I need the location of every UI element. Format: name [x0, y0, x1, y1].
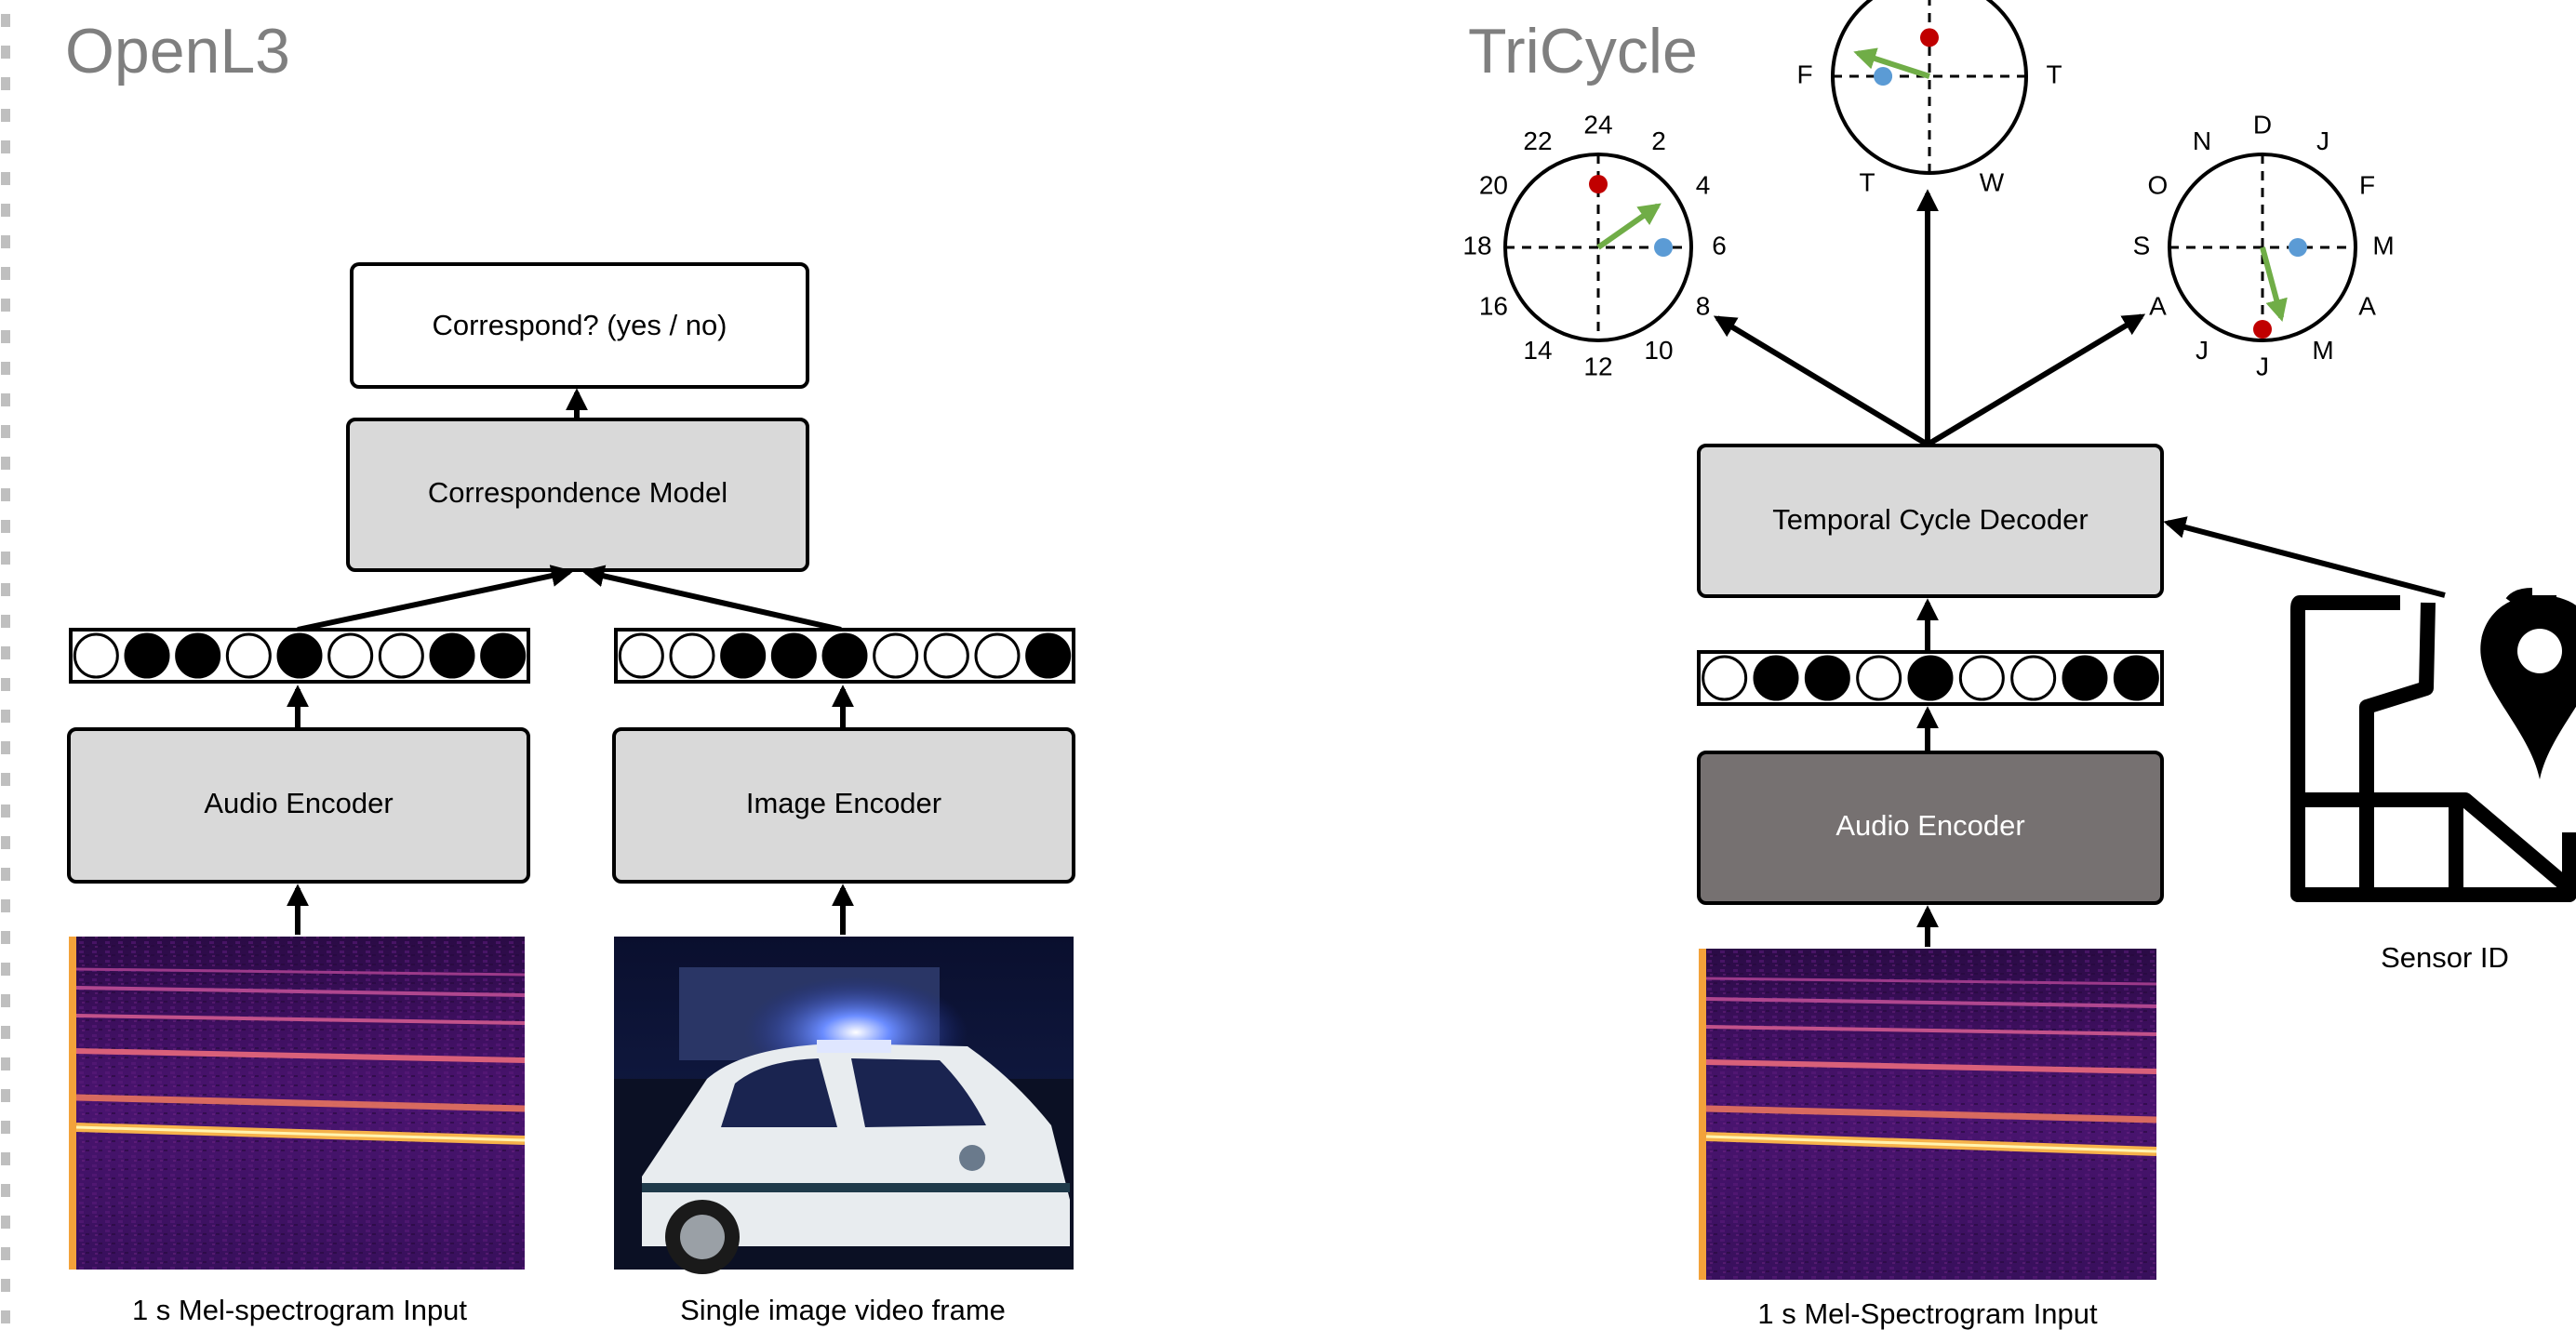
embedding-cell [1025, 632, 1072, 679]
decoder-to-month-clock-arrow [1926, 313, 2146, 447]
openl3-audio-encoder-box [67, 727, 530, 884]
embedding-cell [1958, 655, 2005, 701]
clock-label: A [2149, 291, 2167, 320]
correspondence-model-box [346, 418, 809, 572]
correspondence-model-label: Correspondence Model [428, 476, 727, 509]
clock-label: 10 [1644, 336, 1673, 365]
correspond-output-label: Correspond? (yes / no) [432, 309, 727, 341]
sensor-to-decoder-arrow [2163, 516, 2446, 598]
red-point [2253, 320, 2272, 339]
clock-label: W [1980, 167, 2005, 196]
clock-label: A [2358, 291, 2376, 320]
image-encoder-label: Image Encoder [746, 787, 941, 819]
red-point [1589, 175, 1608, 193]
embedding-cell [873, 632, 919, 679]
embedding-cell [175, 632, 221, 679]
image-embedding-to-model-arrow [581, 565, 842, 632]
correspond-output-box [350, 262, 809, 389]
clock-label: M [2312, 336, 2333, 365]
embedding-cell [974, 632, 1021, 679]
embedding-cell [378, 632, 424, 679]
clock-label: T [2046, 60, 2062, 88]
embedding-cell [327, 632, 374, 679]
clock-label: 22 [1523, 126, 1552, 155]
red-point [1920, 28, 1939, 47]
embedding-cell [276, 632, 323, 679]
clock-label: 2 [1651, 126, 1666, 155]
map-pin-icon [2290, 588, 2576, 902]
clock-vector-arrow [1853, 47, 1930, 79]
clock-label: J [2316, 126, 2329, 155]
clock-label: T [1859, 167, 1875, 196]
embedding-cell [2010, 655, 2057, 701]
clock-label: F [1796, 60, 1812, 88]
blue-point [1874, 67, 1893, 86]
embedding-cell [1753, 655, 1799, 701]
audio-embedding-to-model-arrow [297, 565, 574, 632]
clock-label: D [2253, 110, 2272, 139]
embedding-cell [1907, 655, 1954, 701]
embedding-cell [1804, 655, 1850, 701]
embedding-cell [1856, 655, 1902, 701]
clock-label: 14 [1523, 336, 1552, 365]
clock-label: 12 [1583, 352, 1612, 380]
clock-label: 18 [1462, 231, 1491, 259]
openl3-audio-caption: 1 s Mel-spectrogram Input [132, 1294, 467, 1326]
clock-label: F [2359, 170, 2375, 199]
clock-vector-arrow [2260, 246, 2288, 322]
embedding-cell [2113, 655, 2159, 701]
location-pin-icon [2480, 595, 2576, 779]
clock-label: 8 [1696, 291, 1711, 320]
blue-point [1654, 238, 1673, 257]
embedding-cell [720, 632, 767, 679]
openl3-title: OpenL3 [65, 16, 290, 86]
embedding-cell [225, 632, 272, 679]
openl3-image-caption: Single image video frame [680, 1294, 1006, 1326]
embedding-cell [821, 632, 868, 679]
tricycle-spectrogram-image [1699, 949, 2157, 1280]
clock-label: 20 [1479, 170, 1508, 199]
openl3-audio-encoder-label: Audio Encoder [204, 787, 393, 819]
temporal-cycle-decoder-box [1697, 444, 2164, 598]
openl3-image-embedding-cells [618, 632, 1072, 679]
embedding-cell [429, 632, 475, 679]
clock-label: 6 [1712, 231, 1727, 259]
embedding-cell [1702, 655, 1748, 701]
tricycle-embedding-cells [1702, 655, 2159, 701]
embedding-cell [124, 632, 170, 679]
embedding-cell [923, 632, 969, 679]
openl3-spectrogram-image [69, 937, 526, 1270]
tricycle-audio-encoder-box [1697, 751, 2164, 905]
clock-label: O [2148, 170, 2169, 199]
tricycle-audio-encoder-label: Audio Encoder [1835, 809, 2024, 842]
temporal-cycle-decoder-label: Temporal Cycle Decoder [1772, 503, 2088, 536]
day-of-week-clock: SMTWTF [1796, 0, 2062, 196]
openl3-audio-embedding-cells [73, 632, 527, 679]
clock-label: J [2256, 352, 2269, 380]
embedding-cell [2062, 655, 2108, 701]
embedding-cell [669, 632, 715, 679]
clock-label: N [2193, 126, 2211, 155]
tricycle-title: TriCycle [1468, 16, 1698, 86]
embedding-cell [618, 632, 664, 679]
police-car-image [614, 937, 1074, 1274]
clock-label: 16 [1479, 291, 1508, 320]
image-encoder-box [612, 727, 1075, 884]
clock-label: J [2196, 336, 2209, 365]
sensor-id-caption: Sensor ID [2381, 941, 2509, 974]
clock-vector-arrow [1596, 203, 1662, 250]
clock-label: M [2372, 231, 2394, 259]
tricycle-spectrogram-caption: 1 s Mel-Spectrogram Input [1757, 1297, 2098, 1330]
clock-label: S [2133, 231, 2151, 259]
embedding-cell [480, 632, 527, 679]
clock-label: 4 [1696, 170, 1711, 199]
embedding-cell [770, 632, 817, 679]
embedding-cell [73, 632, 119, 679]
blue-point [2289, 238, 2307, 257]
decoder-to-hour-clock-arrow [1713, 315, 1929, 447]
clock-label: 24 [1583, 110, 1612, 139]
